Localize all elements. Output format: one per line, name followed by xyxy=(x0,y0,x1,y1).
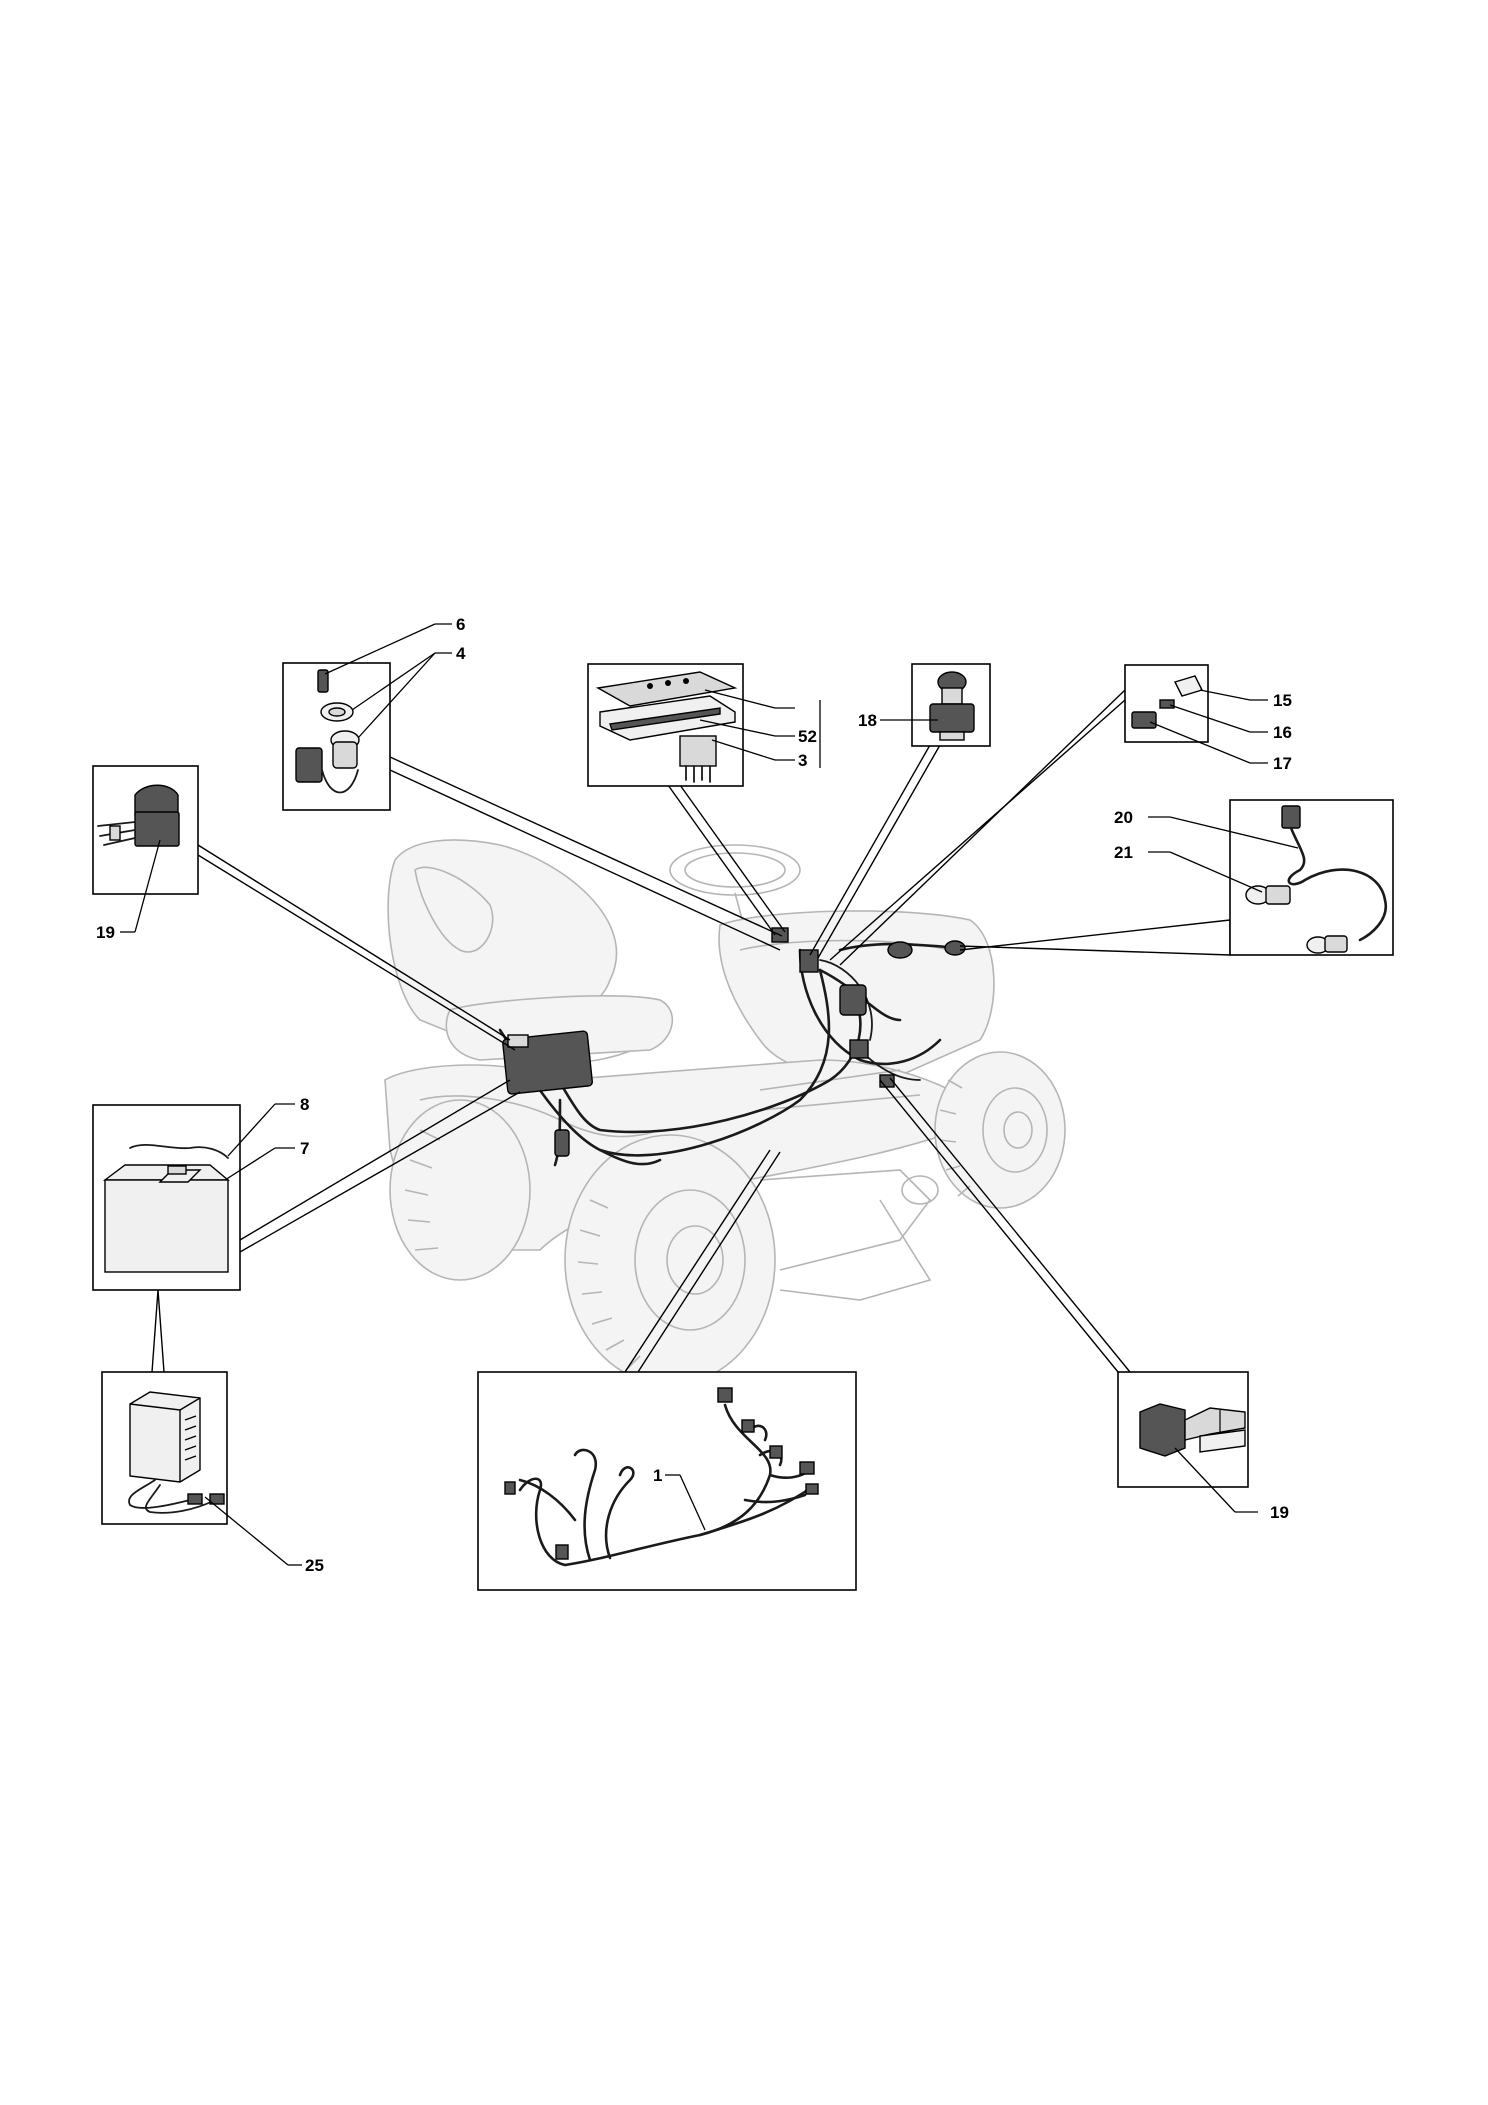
wiring-harness-box xyxy=(477,1371,857,1591)
callout-4: 4 xyxy=(456,644,466,663)
fuse-holder-group: 19 xyxy=(1117,1371,1289,1522)
relay-icon xyxy=(1131,675,1203,729)
battery-charger-group: 25 xyxy=(101,1371,324,1575)
pto-switch-icon xyxy=(929,671,975,741)
headlight-harness-group: 20 21 xyxy=(1114,799,1394,956)
relay-group: 15 16 17 xyxy=(1124,664,1292,773)
callout-3: 3 xyxy=(798,751,807,770)
dashboard-panel-group: 52 3 xyxy=(587,663,821,787)
callout-1: 1 xyxy=(653,1466,662,1485)
dashboard-panel-icon xyxy=(595,671,738,783)
callout-16: 16 xyxy=(1273,723,1292,742)
callout-20: 20 xyxy=(1114,808,1133,827)
headlight-harness-icon xyxy=(1245,805,1388,954)
wiring-harness-group: 1 xyxy=(477,1371,857,1591)
callout-17: 17 xyxy=(1273,754,1292,773)
callout-7: 7 xyxy=(300,1139,309,1158)
callout-52: 52 xyxy=(798,727,817,746)
battery-charger-icon xyxy=(128,1391,225,1514)
fuse-holder-icon xyxy=(1139,1403,1246,1457)
ignition-switch-icon xyxy=(295,669,360,794)
ride-on-mower-outline xyxy=(384,839,1066,1386)
pto-switch-group: 18 xyxy=(858,663,991,747)
callout-19-left: 19 xyxy=(96,923,115,942)
callout-19-right: 19 xyxy=(1270,1503,1289,1522)
callout-21: 21 xyxy=(1114,843,1133,862)
seat-switch-group-left: 19 xyxy=(92,765,199,942)
battery-icon xyxy=(102,1143,230,1273)
callout-8: 8 xyxy=(300,1095,309,1114)
installed-wiring xyxy=(498,927,966,1167)
seat-switch-icon xyxy=(97,784,180,847)
callout-18: 18 xyxy=(858,711,877,730)
callout-6: 6 xyxy=(456,615,465,634)
wiring-harness-icon xyxy=(504,1387,819,1567)
callout-25: 25 xyxy=(305,1556,324,1575)
ignition-switch-group: 6 4 xyxy=(282,615,466,811)
callout-15: 15 xyxy=(1273,691,1292,710)
battery-group: 8 7 xyxy=(92,1095,309,1291)
